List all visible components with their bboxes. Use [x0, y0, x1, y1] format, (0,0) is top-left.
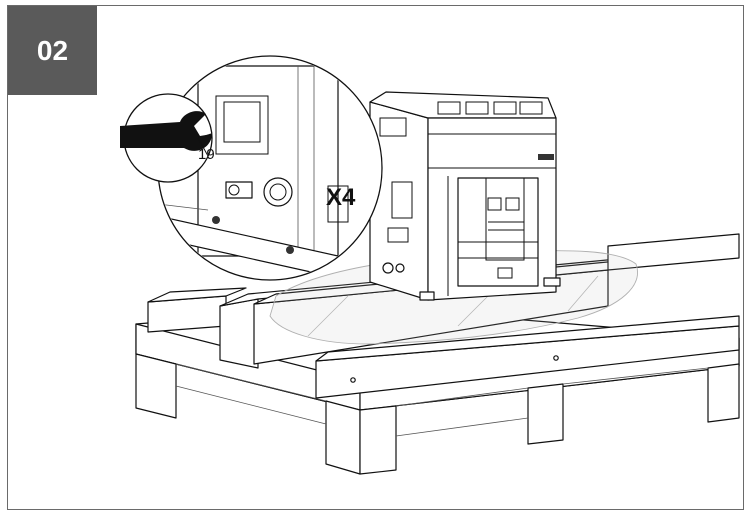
pallet-block-front-side [359, 405, 397, 475]
zoom-detail [157, 55, 383, 281]
wrench-size-label: 19 [198, 146, 215, 163]
beam-mid-front [219, 298, 259, 369]
beam-left-top [147, 287, 247, 303]
step-badge: 02 [8, 6, 97, 95]
illustration-frame: 02 X4 19 [7, 5, 744, 510]
step-number: 02 [36, 35, 69, 66]
pallet-scene [120, 55, 740, 475]
pallet-block-front [325, 400, 361, 475]
pallet-block-right [707, 363, 740, 423]
rail-front-top [315, 315, 740, 362]
circuit-breaker [369, 91, 561, 301]
pallet-block-left [135, 353, 177, 419]
brand-logo [538, 154, 554, 160]
pallet-block-middle [527, 383, 564, 445]
beam-rear [607, 233, 740, 271]
quantity-label: X4 [326, 184, 356, 211]
breaker-top [369, 91, 557, 119]
wrench-icon [120, 93, 213, 183]
